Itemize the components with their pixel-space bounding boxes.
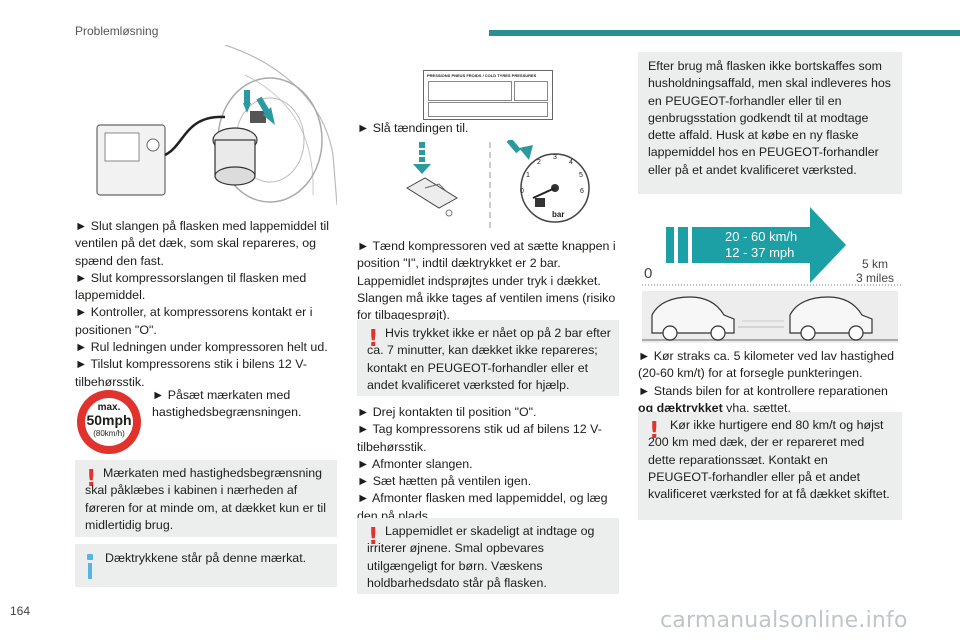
warning-text: Kør ikke hurtigere end 80 km/t og højst …: [648, 418, 890, 502]
compressor-gauge-illustration: 0 1 2 3 4 5 6 bar: [395, 137, 605, 230]
step-text: ► Slut slangen på flasken med lappemidde…: [75, 219, 330, 268]
speed-mph: 12 - 37 mph: [725, 245, 795, 260]
tyre-pressure-label: PRESSIONS PNEUS FROIDS / COLD TYRES PRES…: [423, 70, 553, 120]
warning-icon: !: [86, 466, 97, 492]
warning-box: ! Kør ikke hurtigere end 80 km/t og højs…: [638, 412, 902, 520]
ignition-step: ► Slå tændingen til.: [357, 121, 469, 135]
step-text: ► Stands bilen for at kontrollere repara…: [638, 383, 902, 418]
speed-limit-sticker: max. 50mph (80km/h): [75, 388, 143, 456]
section-title: Problemløsning: [75, 24, 159, 38]
sticker-kmh: (80km/h): [93, 429, 125, 438]
info-box: Efter brug må flasken ikke bortskaffes s…: [638, 52, 902, 194]
drive-distance-illustration: 20 - 60 km/h 12 - 37 mph 0 5 km 3 miles: [638, 205, 902, 345]
distance-km: 5 km: [862, 257, 889, 271]
speed-kmh: 20 - 60 km/h: [725, 229, 798, 244]
start-distance: 0: [644, 265, 653, 282]
tyre-repair-illustration: [75, 44, 338, 206]
gauge-tick: 2: [537, 159, 541, 166]
warning-text: Lappemidlet er skadeligt at indtage og i…: [367, 524, 595, 590]
gauge-tick: 5: [579, 172, 583, 179]
col3-steps: ► Kør straks ca. 5 kilometer ved lav has…: [638, 348, 902, 417]
gauge-tick: 6: [580, 188, 584, 195]
col2-steps: ► Drej kontakten til position "O". ► Tag…: [357, 404, 619, 525]
step-text: ► Kontroller, at kompressorens kontakt e…: [75, 305, 313, 337]
warning-text: Hvis trykket ikke er nået op på 2 bar ef…: [367, 326, 611, 392]
warning-icon: !: [368, 326, 379, 352]
warning-box: ! Lappemidlet er skadeligt at indtage og…: [357, 518, 619, 594]
gauge-unit: bar: [552, 210, 565, 219]
gauge-tick: 4: [569, 159, 573, 166]
step-text: ► Rul ledningen under kompressoren helt …: [75, 340, 328, 355]
step-text: ► Slut kompressorslangen til flasken med…: [75, 270, 307, 303]
step-text: ► Tag kompressorens stik ud af bilens 12…: [357, 422, 602, 454]
sticker-speed: 50mph: [86, 412, 132, 428]
warning-icon: !: [649, 418, 660, 444]
warning-box: ! Mærkaten med hastighedsbegrænsning ska…: [75, 460, 337, 537]
col1-steps: ► Slut slangen på flasken med lappemidde…: [75, 218, 337, 391]
info-icon: [87, 554, 93, 560]
gauge-tick: 1: [526, 172, 530, 179]
step-text-part: ► Stands bilen for at kontrollere repara…: [638, 383, 888, 398]
sticker-step: ► Påsæt mærkaten med hastighedsbegrænsni…: [152, 388, 302, 420]
sticker-max: max.: [97, 402, 121, 413]
distance-miles: 3 miles: [856, 271, 895, 285]
step-text: ► Kør straks ca. 5 kilometer ved lav has…: [638, 349, 895, 381]
step-text-bold: og dæktrykket: [638, 400, 723, 415]
step-text: ► Drej kontakten til position "O".: [357, 405, 537, 419]
info-text: Dæktrykkene står på denne mærkat.: [105, 551, 307, 565]
compressor-step: ► Tænd kompressoren ved at sætte knappen…: [357, 239, 616, 323]
info-box: Dæktrykkene står på denne mærkat.: [75, 544, 337, 587]
header-accent-bar: [489, 30, 960, 36]
tyre-label-header: PRESSIONS PNEUS FROIDS / COLD TYRES PRES…: [427, 73, 537, 78]
step-text: ► Tilslut kompressorens stik i bilens 12…: [75, 357, 307, 389]
warning-box: ! Hvis trykket ikke er nået op på 2 bar …: [357, 320, 619, 396]
gauge-tick: 0: [520, 188, 524, 195]
warning-icon: !: [368, 524, 379, 550]
step-text: ► Afmonter slangen.: [357, 456, 473, 471]
page-number: 164: [10, 604, 31, 618]
warning-text: Mærkaten med hastighedsbegrænsning skal …: [85, 466, 327, 532]
gauge-tick: 3: [553, 154, 557, 161]
step-text: ► Sæt hætten på ventilen igen.: [357, 474, 532, 489]
info-icon-bar: [88, 563, 92, 579]
info-text: Efter brug må flasken ikke bortskaffes s…: [648, 59, 891, 177]
watermark: carmanualsonline.info: [660, 608, 908, 633]
step-text-part: vha. sættet.: [722, 400, 791, 415]
